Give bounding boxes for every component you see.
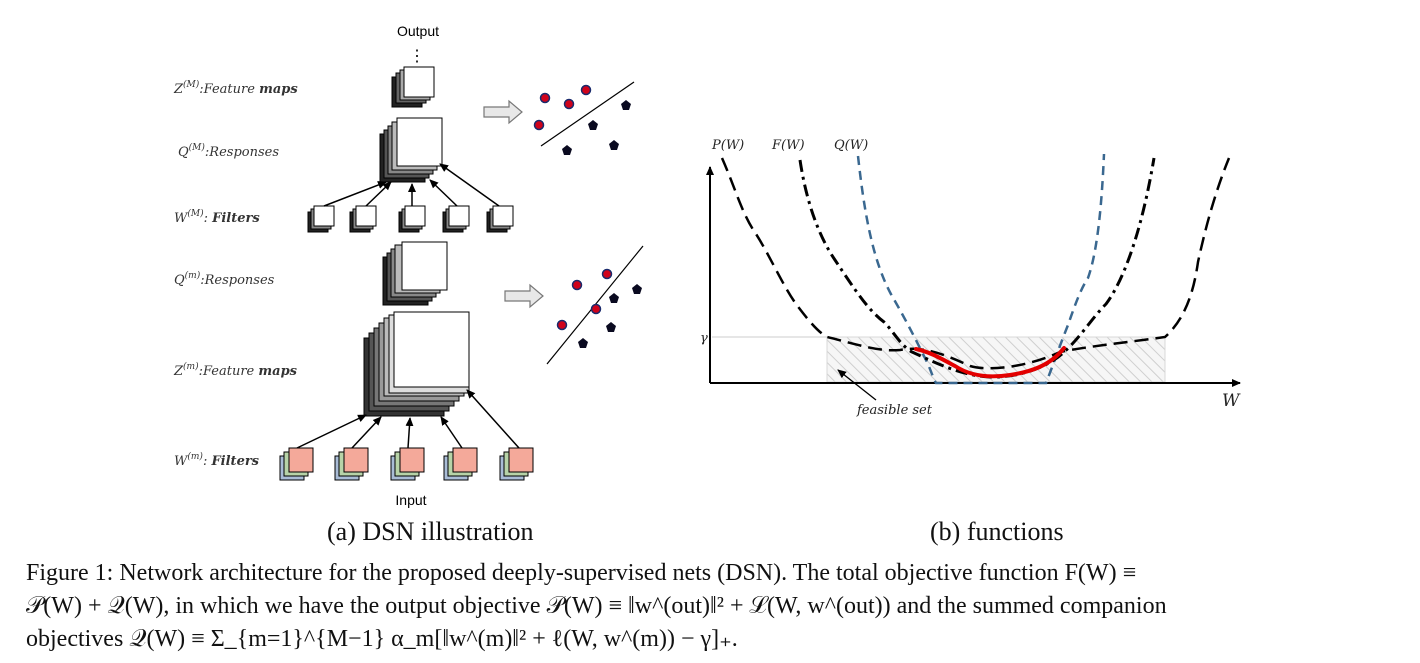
feasible-set-arrow — [837, 369, 877, 401]
layer-superscript: (m) — [187, 451, 203, 462]
class-b-point — [562, 145, 572, 155]
filter-stack — [349, 205, 377, 233]
hollow-arrow-bottom — [504, 283, 544, 309]
wm-filters — [279, 447, 534, 481]
class-a-point — [601, 268, 613, 280]
layer-symbol: Q — [174, 273, 185, 288]
feasible-minimum-segment — [914, 346, 1066, 379]
q-curve-label: Q(W) — [834, 138, 868, 153]
filter-stack — [390, 447, 425, 481]
layer-text: : — [204, 211, 213, 226]
layer-label-zM: Z(M):Feature maps — [173, 79, 298, 97]
class-a-point — [571, 279, 583, 291]
filter-stack — [307, 205, 335, 233]
qm-responses-stack — [382, 241, 448, 306]
layer-text: :Feature — [199, 82, 259, 97]
layer-text-bold: maps — [259, 82, 298, 97]
decision-boundary — [540, 81, 635, 147]
layer-label-wm: W(m): Filters — [174, 451, 260, 469]
layer-text: :Responses — [200, 273, 274, 288]
filter-stack — [499, 447, 534, 481]
layer-symbol: W — [174, 454, 189, 469]
subcaption-b: (b) functions — [930, 517, 1064, 546]
zM-feature-maps-stack — [391, 66, 435, 108]
q-curve — [856, 153, 1106, 385]
layer-text: : — [203, 454, 212, 469]
wM-filters — [307, 205, 514, 233]
class-a-point — [580, 84, 592, 96]
continuation-dots: ⋮ — [409, 48, 425, 65]
wm-arrows — [296, 389, 520, 449]
layer-text-bold: Filters — [211, 211, 260, 226]
wM-arrows — [323, 163, 500, 207]
f-curve-label: F(W) — [771, 138, 805, 153]
class-b-point — [578, 338, 588, 348]
layer-superscript: (m) — [185, 270, 201, 281]
layer-text: :Feature — [199, 364, 259, 379]
output-label: Output — [397, 23, 439, 39]
caption-line: 𝒫(W) + 𝒬(W), in which we have the output… — [26, 593, 1167, 619]
filter-stack — [443, 447, 478, 481]
layer-superscript: (M) — [187, 208, 204, 219]
layer-symbol: Q — [178, 145, 189, 160]
layer-labels: Z(M):Feature maps Q(M):Responses W(M): F… — [173, 79, 298, 469]
class-b-point — [632, 284, 642, 294]
layer-label-zm: Z(m):Feature maps — [173, 361, 298, 379]
class-a-point — [590, 303, 602, 315]
hollow-arrow-top — [483, 99, 523, 125]
class-a-point — [563, 98, 575, 110]
class-b-point — [609, 293, 619, 303]
layer-text: :Responses — [205, 145, 279, 160]
layer-label-qM: Q(M):Responses — [178, 142, 279, 160]
zm-feature-maps-stack — [363, 311, 470, 417]
layer-superscript: (M) — [183, 79, 200, 90]
layer-text-bold: Filters — [210, 454, 259, 469]
layer-text-bold: maps — [258, 364, 297, 379]
layer-label-qm: Q(m):Responses — [174, 270, 275, 288]
filter-stack — [334, 447, 369, 481]
filter-stack — [279, 447, 314, 481]
layer-symbol: Z — [173, 82, 184, 97]
class-a-point — [556, 319, 568, 331]
subcaption-a: (a) DSN illustration — [327, 517, 534, 546]
gamma-label: γ — [700, 331, 708, 346]
dsn-illustration: Output ⋮ — [173, 23, 644, 508]
caption-line: objectives 𝒬(W) ≡ Σ_{m=1}^{M−1} α_m[‖w^(… — [26, 626, 738, 652]
x-axis-label: W — [1222, 391, 1241, 411]
class-a-point — [533, 119, 545, 131]
p-curve-label: P(W) — [711, 138, 744, 153]
classifier-plot-bottom — [546, 245, 644, 365]
filter-stack — [442, 205, 470, 233]
class-b-point — [588, 120, 598, 130]
class-b-point — [621, 100, 631, 110]
caption-line: Figure 1: Network architecture for the p… — [26, 560, 1137, 586]
functions-plot: P(W) F(W) Q(W) γ W feasible set — [700, 138, 1241, 418]
p-curve — [720, 157, 1231, 370]
class-b-point — [609, 140, 619, 150]
layer-label-wM: W(M): Filters — [174, 208, 260, 226]
qM-responses-stack — [379, 117, 443, 183]
input-label: Input — [395, 492, 426, 508]
classifier-plot-top — [533, 81, 635, 155]
class-a-point — [539, 92, 551, 104]
filter-stack — [398, 205, 426, 233]
layer-symbol: W — [174, 211, 189, 226]
class-b-point — [606, 322, 616, 332]
feasible-set-label: feasible set — [856, 403, 933, 418]
filter-stack — [486, 205, 514, 233]
layer-superscript: (m) — [183, 361, 199, 372]
layer-symbol: Z — [173, 364, 184, 379]
figure-caption: Figure 1: Network architecture for the p… — [26, 557, 1384, 656]
layer-superscript: (M) — [189, 142, 206, 153]
